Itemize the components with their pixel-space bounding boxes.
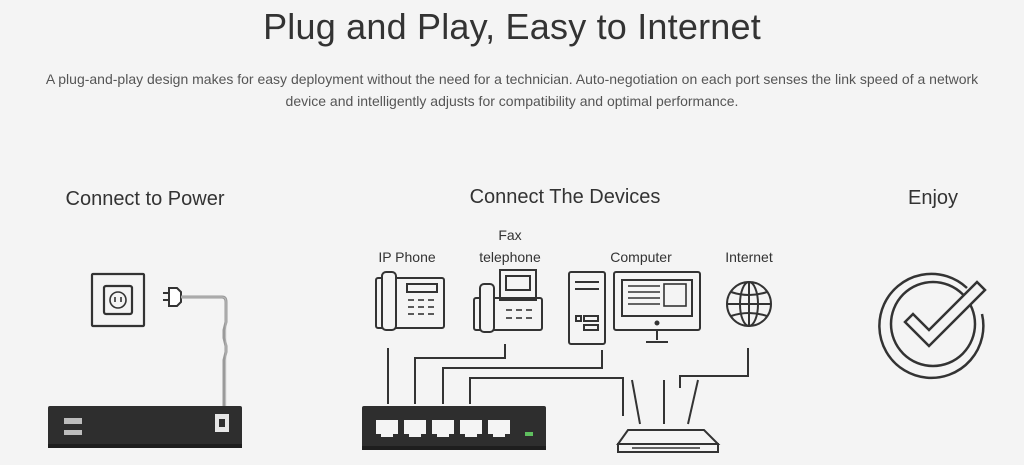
ip-phone-icon: [375, 271, 445, 331]
label-internet: Internet: [725, 249, 773, 265]
router-icon: [616, 379, 721, 453]
wall-outlet-icon: [90, 272, 146, 328]
step-connect-to-power: Connect to Power: [65, 188, 225, 210]
label-ip-phone: IP Phone: [378, 249, 436, 265]
description-line-2: device and intelligently adjusts for com…: [285, 93, 739, 109]
label-computer: Computer: [610, 249, 672, 265]
page-title: Plug and Play, Easy to Internet: [263, 6, 761, 47]
step-connect-devices: Connect The Devices: [469, 186, 661, 208]
description-line-1: A plug-and-play design makes for easy de…: [45, 71, 979, 87]
label-fax-line2: telephone: [479, 249, 541, 265]
globe-icon: [726, 281, 772, 327]
power-switch-device: [48, 406, 242, 448]
connection-lines: [387, 344, 749, 416]
step-enjoy: Enjoy: [907, 187, 959, 209]
page-description: A plug-and-play design makes for easy de…: [10, 68, 1014, 112]
computer-icon: [568, 271, 701, 345]
network-switch-device: [362, 406, 546, 450]
power-plug-icon: [163, 287, 182, 307]
checkmark-badge-icon: [878, 272, 987, 380]
power-cable: [181, 295, 228, 406]
label-fax-line1: Fax: [498, 227, 522, 243]
fax-telephone-icon: [473, 269, 543, 333]
